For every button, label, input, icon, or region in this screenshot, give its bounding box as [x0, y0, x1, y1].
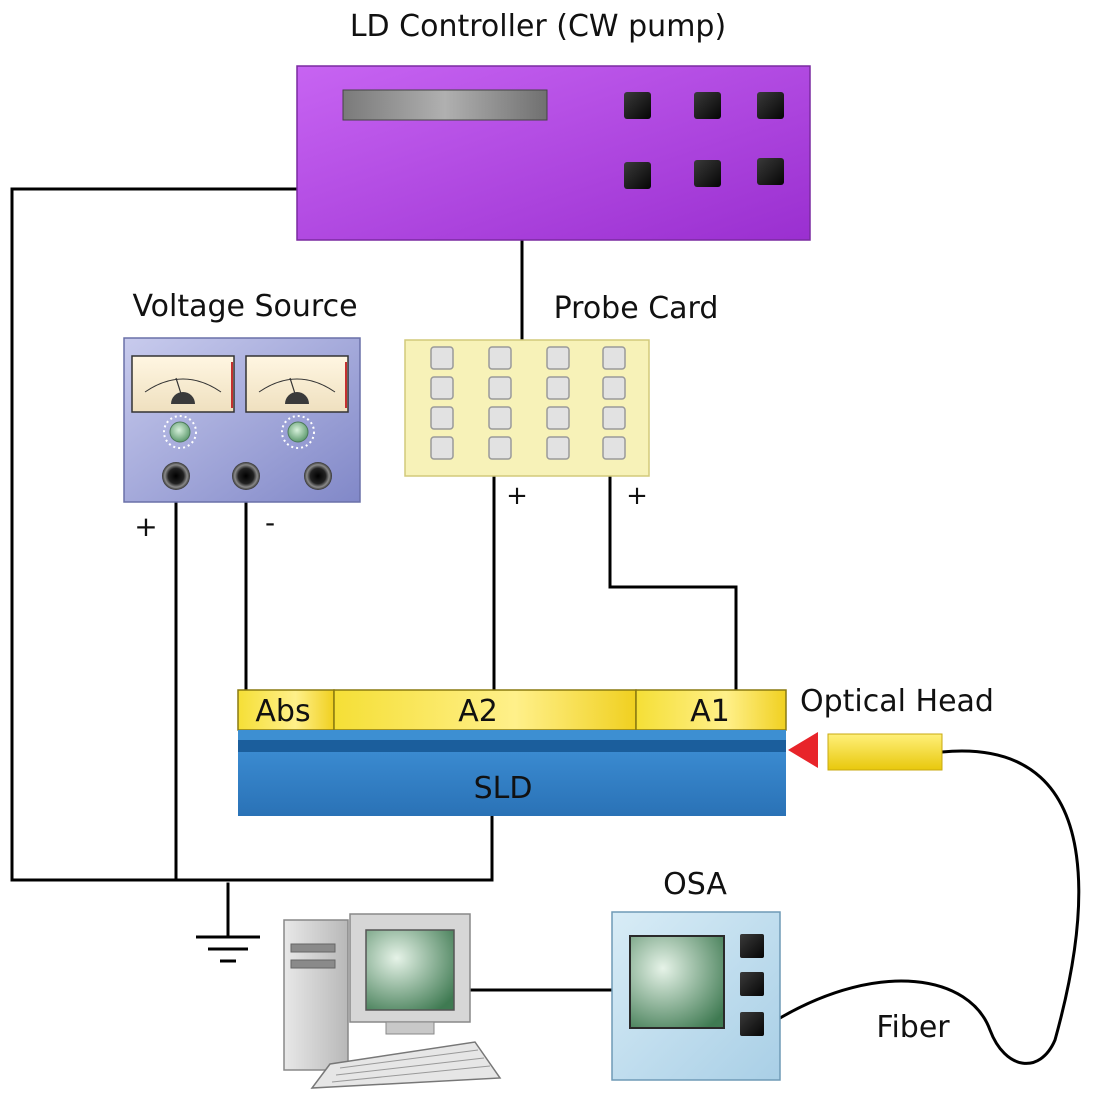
probe-pad [546, 346, 570, 370]
ld-button-5 [694, 160, 721, 187]
probe-pad [430, 406, 454, 430]
osa: OSA [611, 867, 781, 1081]
electrode-a2 [333, 689, 637, 731]
jack-ground [304, 462, 332, 490]
ld-button-2 [694, 92, 721, 119]
osa-button-2 [740, 972, 764, 996]
jack-minus [232, 462, 260, 490]
optical-head-body [827, 733, 943, 771]
ld-controller: LD Controller (CW pump) [296, 9, 811, 241]
ld-controller-label: LD Controller (CW pump) [350, 9, 726, 44]
sld-active-layer [238, 740, 786, 752]
probe-pad [430, 436, 454, 460]
knob-icon [281, 415, 315, 449]
ground-icon [196, 935, 260, 963]
electrode-abs-label: Abs [255, 694, 310, 729]
probe-pad [602, 376, 626, 400]
electrode-a1-label: A1 [690, 694, 730, 729]
wiring [10, 187, 1081, 1065]
knob-icon [163, 415, 197, 449]
probe-pad [546, 406, 570, 430]
probe-card: Probe Card + + [404, 291, 719, 511]
screen-icon [365, 929, 455, 1011]
sld-body [238, 752, 786, 816]
probe-pad [488, 406, 512, 430]
ld-button-3 [757, 92, 784, 119]
ld-button-6 [757, 158, 784, 185]
electrode-a2-label: A2 [458, 694, 498, 729]
vs-minus-label: - [265, 506, 275, 539]
vs-plus-label: + [134, 510, 157, 543]
voltage-source: Voltage Source + - [123, 289, 361, 543]
computer-icon [283, 913, 502, 1089]
screen-icon [629, 935, 725, 1029]
probe-pad-grid [430, 346, 626, 460]
probe-plus-a1-label: + [626, 481, 648, 511]
voltage-source-label: Voltage Source [132, 289, 357, 324]
jack-plus [162, 462, 190, 490]
optical-head-label: Optical Head [800, 684, 994, 719]
probe-a1-wire [608, 474, 738, 692]
probe-pad [488, 346, 512, 370]
probe-pad [430, 376, 454, 400]
probe-pad [602, 436, 626, 460]
probe-pad [430, 346, 454, 370]
ld-controller-display [342, 89, 548, 121]
sld-device: Abs A2 A1 SLD [237, 689, 787, 816]
optical-head-tip-icon [788, 732, 818, 768]
osa-button-3 [740, 1012, 764, 1036]
meter-icon [131, 355, 235, 413]
probe-card-label: Probe Card [554, 291, 719, 326]
probe-pad [602, 346, 626, 370]
ld-button-1 [624, 92, 651, 119]
probe-pad [488, 436, 512, 460]
probe-pad [546, 436, 570, 460]
computer-tower [283, 919, 349, 1071]
fiber-cable [777, 749, 1081, 1065]
osa-button-1 [740, 934, 764, 958]
meter-icon [245, 355, 349, 413]
osa-label: OSA [663, 867, 727, 902]
fiber-label: Fiber [876, 1010, 950, 1045]
probe-plus-a2-label: + [506, 481, 528, 511]
probe-pad [602, 406, 626, 430]
sld-label: SLD [474, 771, 533, 806]
ld-button-4 [624, 162, 651, 189]
ground-bus-wire [10, 187, 494, 882]
sld-top-cladding [238, 730, 786, 740]
probe-pad [488, 376, 512, 400]
probe-pad [546, 376, 570, 400]
optical-head: Optical Head [788, 684, 994, 771]
